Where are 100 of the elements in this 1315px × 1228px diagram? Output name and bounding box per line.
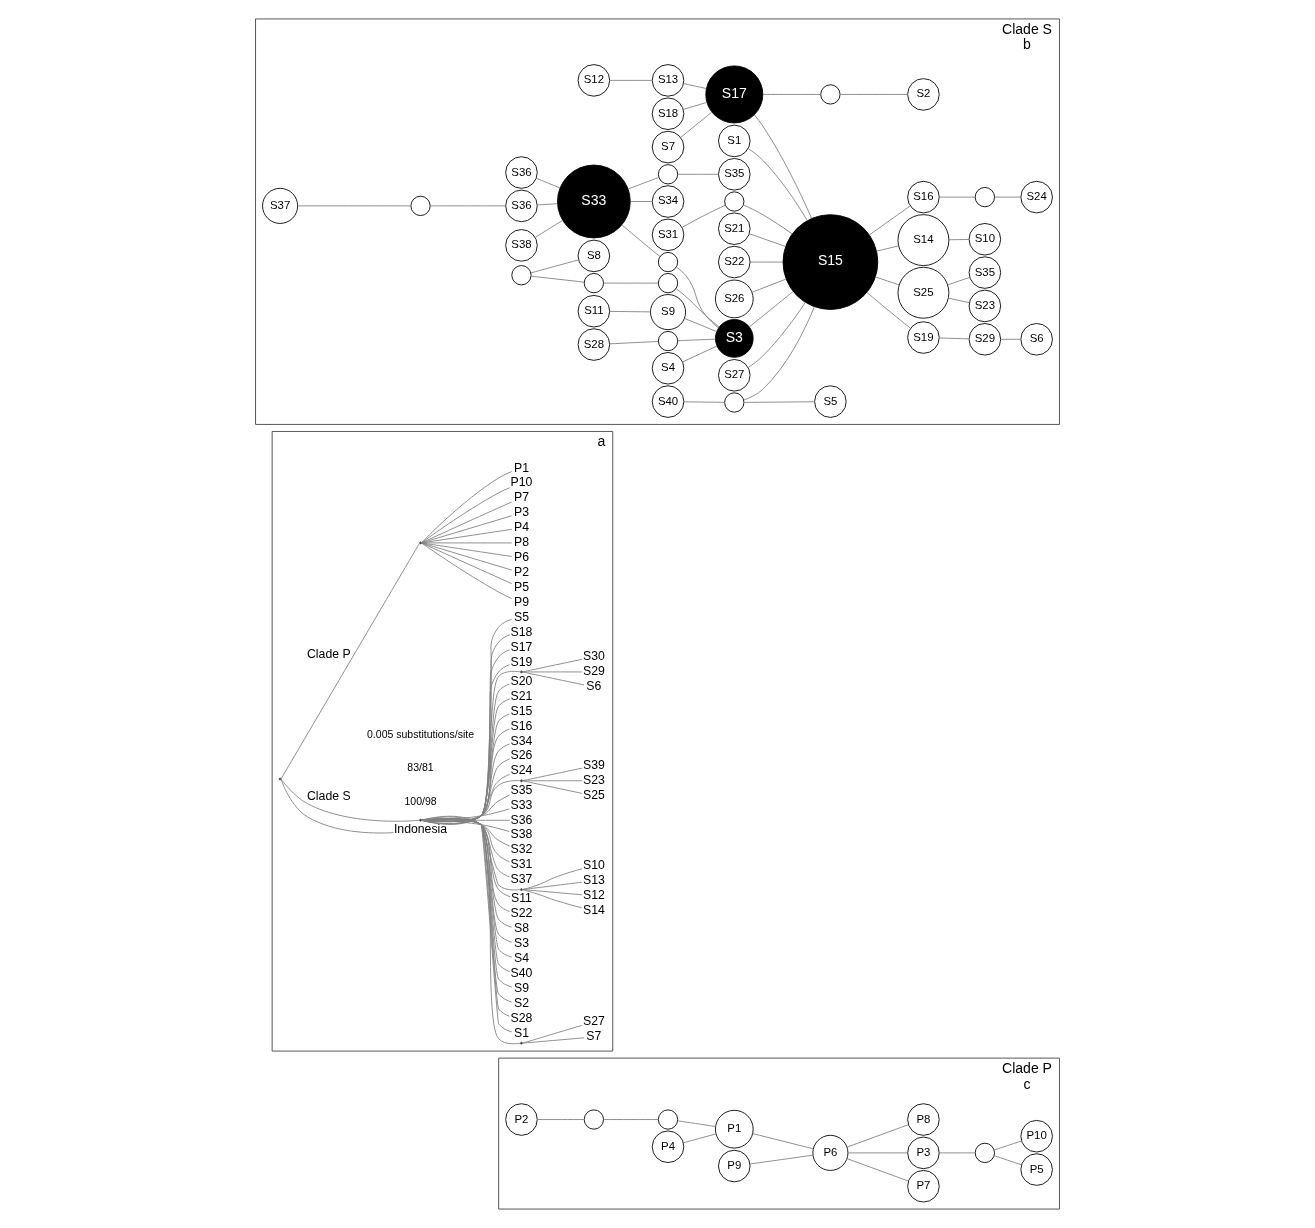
node-circle: [974, 187, 995, 208]
connector: [752, 1133, 814, 1150]
node-circle: S11: [577, 294, 611, 328]
node-circle: S24: [1020, 180, 1053, 214]
node-text: S33: [510, 797, 533, 812]
connector: [866, 292, 911, 329]
connector: [421, 815, 510, 878]
node-circle: S40: [651, 385, 685, 418]
node-text: S34: [510, 733, 533, 748]
connector: [682, 345, 718, 363]
node-circle: S16: [907, 180, 940, 214]
connector: [683, 401, 725, 403]
connector: [421, 818, 521, 891]
connector: [681, 204, 726, 228]
connector: [421, 794, 510, 823]
node-text: S11: [511, 891, 532, 906]
node-circle: S7: [651, 130, 685, 164]
node-circle: [974, 1142, 995, 1163]
connector: [421, 758, 510, 825]
node-text: S31: [510, 857, 533, 872]
connector: [938, 1152, 976, 1154]
node-circle: P3: [907, 1136, 940, 1170]
connector: [536, 203, 558, 206]
connector: [522, 889, 583, 896]
edge-label: Clade P: [307, 647, 351, 662]
node-text: S30: [582, 649, 605, 664]
node-text: S27: [582, 1014, 605, 1029]
label: 83/81: [407, 761, 434, 774]
node-point: [520, 1041, 523, 1045]
connector: [630, 201, 653, 202]
node-text: S38: [510, 827, 533, 842]
connector: [869, 205, 911, 236]
node-text: P1: [513, 460, 529, 475]
node-circle: P7: [907, 1170, 940, 1203]
connector: [297, 205, 411, 207]
connector: [609, 310, 651, 313]
connector: [743, 306, 815, 401]
node-text: P8: [513, 535, 529, 550]
connector: [749, 291, 794, 328]
node-text: P9: [513, 594, 529, 609]
node-circle: S36: [505, 156, 538, 189]
connector: [947, 277, 970, 286]
connector: [684, 318, 718, 332]
edge-label: Clade S: [307, 789, 351, 804]
connector: [993, 1140, 1022, 1151]
connector: [676, 266, 719, 329]
connector: [421, 818, 510, 912]
connector: [743, 401, 815, 403]
node-circle: S12: [577, 64, 611, 97]
node-circle: S34: [651, 185, 685, 218]
node-circle: P2: [505, 1103, 538, 1136]
connector: [993, 1155, 1022, 1166]
node-circle: S17: [705, 65, 764, 124]
connector: [876, 245, 899, 252]
connector: [747, 301, 806, 368]
connector: [683, 83, 707, 89]
node-text: S36: [510, 812, 533, 827]
connector: [847, 1152, 908, 1154]
node-text: S19: [510, 654, 533, 669]
node-text: S14: [582, 902, 605, 917]
node-text: S13: [582, 873, 605, 888]
node-text: S22: [510, 906, 533, 921]
node-text: S35: [510, 782, 533, 797]
connector: [421, 808, 510, 821]
connector: [522, 671, 585, 686]
node-text: S10: [582, 858, 605, 873]
connector: [677, 338, 716, 342]
node-circle: P4: [651, 1130, 685, 1163]
node-text: P10: [510, 475, 533, 490]
node-text: S7: [586, 1029, 602, 1044]
node-text: S21: [510, 688, 533, 703]
connector: [938, 196, 976, 198]
node-point: [520, 779, 523, 783]
node-circle: S36: [505, 189, 538, 223]
connector: [994, 196, 1022, 198]
connector: [530, 275, 585, 283]
node-circle: S15: [782, 214, 879, 310]
node-text: S3: [513, 936, 529, 951]
connector: [421, 819, 510, 821]
connector: [429, 205, 506, 207]
connector: [609, 79, 653, 81]
node-circle: S25: [897, 266, 950, 319]
node-circle: S2: [907, 78, 940, 111]
node-text: P7: [513, 490, 529, 505]
connector: [534, 220, 563, 238]
node-circle: S27: [718, 359, 751, 392]
node-circle: S19: [907, 321, 940, 354]
connector: [603, 282, 659, 284]
node-circle: P10: [1020, 1119, 1053, 1153]
node-text: S26: [510, 748, 533, 763]
connector: [875, 276, 900, 286]
node-circle: S8: [577, 239, 611, 273]
node-text: P4: [513, 520, 529, 535]
node-text: S25: [582, 787, 605, 802]
connector: [747, 148, 808, 221]
connector: [742, 204, 793, 235]
node-text: S12: [582, 887, 605, 902]
node-text: P2: [513, 565, 529, 579]
label: 100/98: [404, 794, 437, 807]
connector: [421, 743, 510, 822]
